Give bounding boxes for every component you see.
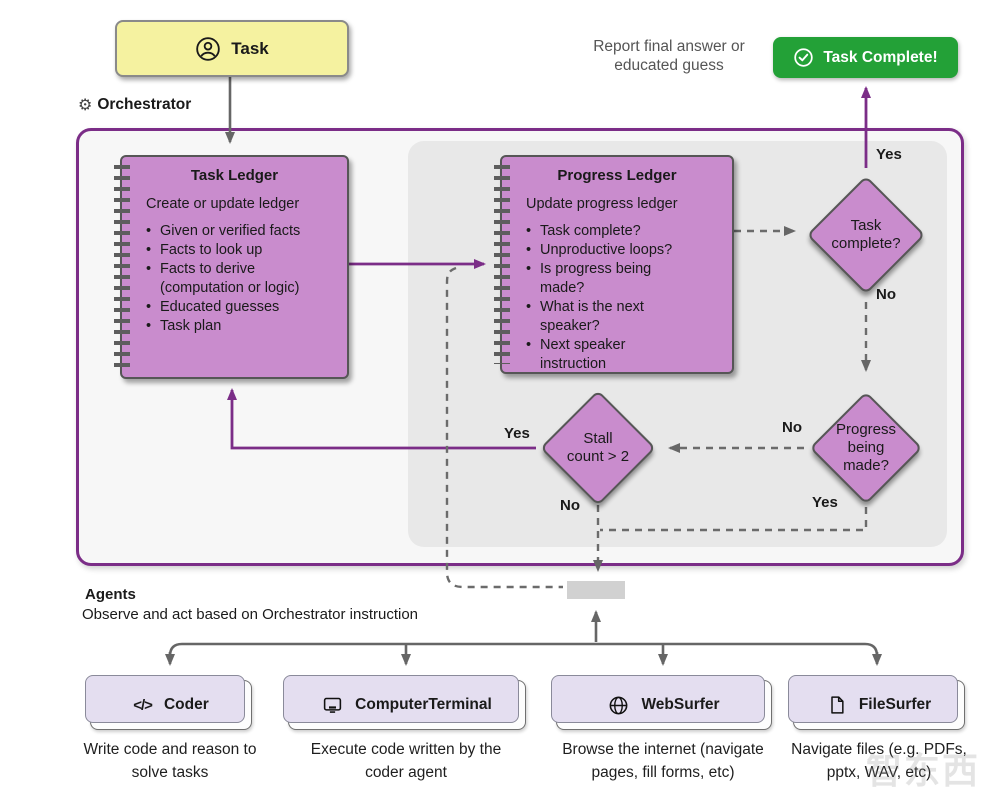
list-item: Is progress being made? <box>526 260 684 298</box>
task-ledger-subtitle: Create or update ledger <box>146 196 300 212</box>
agent-card-computerterminal: ComputerTerminal <box>283 675 526 730</box>
list-item: Facts to derive (computation or logic) <box>146 260 304 298</box>
report-note: Report final answer or educated guess <box>593 38 745 74</box>
task-complete-yes-label: Yes <box>876 146 902 163</box>
person-icon <box>196 36 221 61</box>
agent-caption-computerterminal: Execute code written by the coder agent <box>310 741 502 781</box>
agent-card-websurfer: WebSurfer <box>551 675 772 730</box>
task-ledger-list: Given or verified facts Facts to look up… <box>122 222 308 336</box>
progress-ledger-title: Progress Ledger <box>557 167 677 184</box>
list-item: Facts to look up <box>146 241 304 260</box>
agents-section-title: Agents <box>85 586 136 603</box>
agent-caption-filesurfer: Navigate files (e.g. PDFs, pptx, WAV, et… <box>791 741 967 781</box>
agents-section-subtitle: Observe and act based on Orchestrator in… <box>82 606 419 623</box>
progress-decision: Progress being made? <box>809 391 923 505</box>
stall-no-label: No <box>560 497 580 514</box>
list-item: Next speaker instruction <box>526 336 684 374</box>
agent-card-filesurfer: FileSurfer <box>788 675 965 730</box>
list-item: Given or verified facts <box>146 222 304 241</box>
globe-icon <box>610 696 628 714</box>
task-label: Task <box>231 38 269 58</box>
progress-no-label: No <box>782 419 802 436</box>
gear-icon: ⚙ <box>78 97 93 114</box>
task-complete-button: Task Complete! <box>773 37 958 78</box>
list-item: Task complete? <box>526 222 684 241</box>
agent-card-coder: </> Coder <box>85 675 252 730</box>
progress-yes-label: Yes <box>812 494 838 511</box>
agent-caption-coder: Write code and reason to solve tasks <box>83 741 257 781</box>
stall-yes-label: Yes <box>504 425 530 442</box>
monitor-icon <box>324 697 342 713</box>
agent-caption-websurfer: Browse the internet (navigate pages, fil… <box>562 741 764 781</box>
progress-ledger: Progress Ledger Update progress ledger T… <box>494 155 734 374</box>
list-item: Educated guesses <box>146 298 304 317</box>
task-node: Task <box>115 20 349 77</box>
list-item: Task plan <box>146 317 304 336</box>
list-item: Unproductive loops? <box>526 241 684 260</box>
file-icon <box>831 696 844 714</box>
stall-count-decision: Stall count > 2 <box>540 390 656 506</box>
progress-ledger-subtitle: Update progress ledger <box>526 196 678 212</box>
spiral-binding-icon <box>494 165 510 364</box>
task-ledger: Task Ledger Create or update ledger Give… <box>114 155 349 379</box>
orchestrator-label: ⚙ Orchestrator <box>78 96 192 114</box>
list-item: What is the next speaker? <box>526 298 684 336</box>
progress-ledger-list: Task complete? Unproductive loops? Is pr… <box>502 222 688 374</box>
spiral-binding-icon <box>114 165 130 369</box>
task-complete-decision: Task complete? <box>806 175 926 295</box>
check-circle-icon <box>794 48 814 67</box>
dispatch-junction <box>567 581 625 599</box>
task-ledger-title: Task Ledger <box>190 167 279 184</box>
task-complete-no-label: No <box>876 286 896 303</box>
code-icon: </> <box>133 696 153 714</box>
